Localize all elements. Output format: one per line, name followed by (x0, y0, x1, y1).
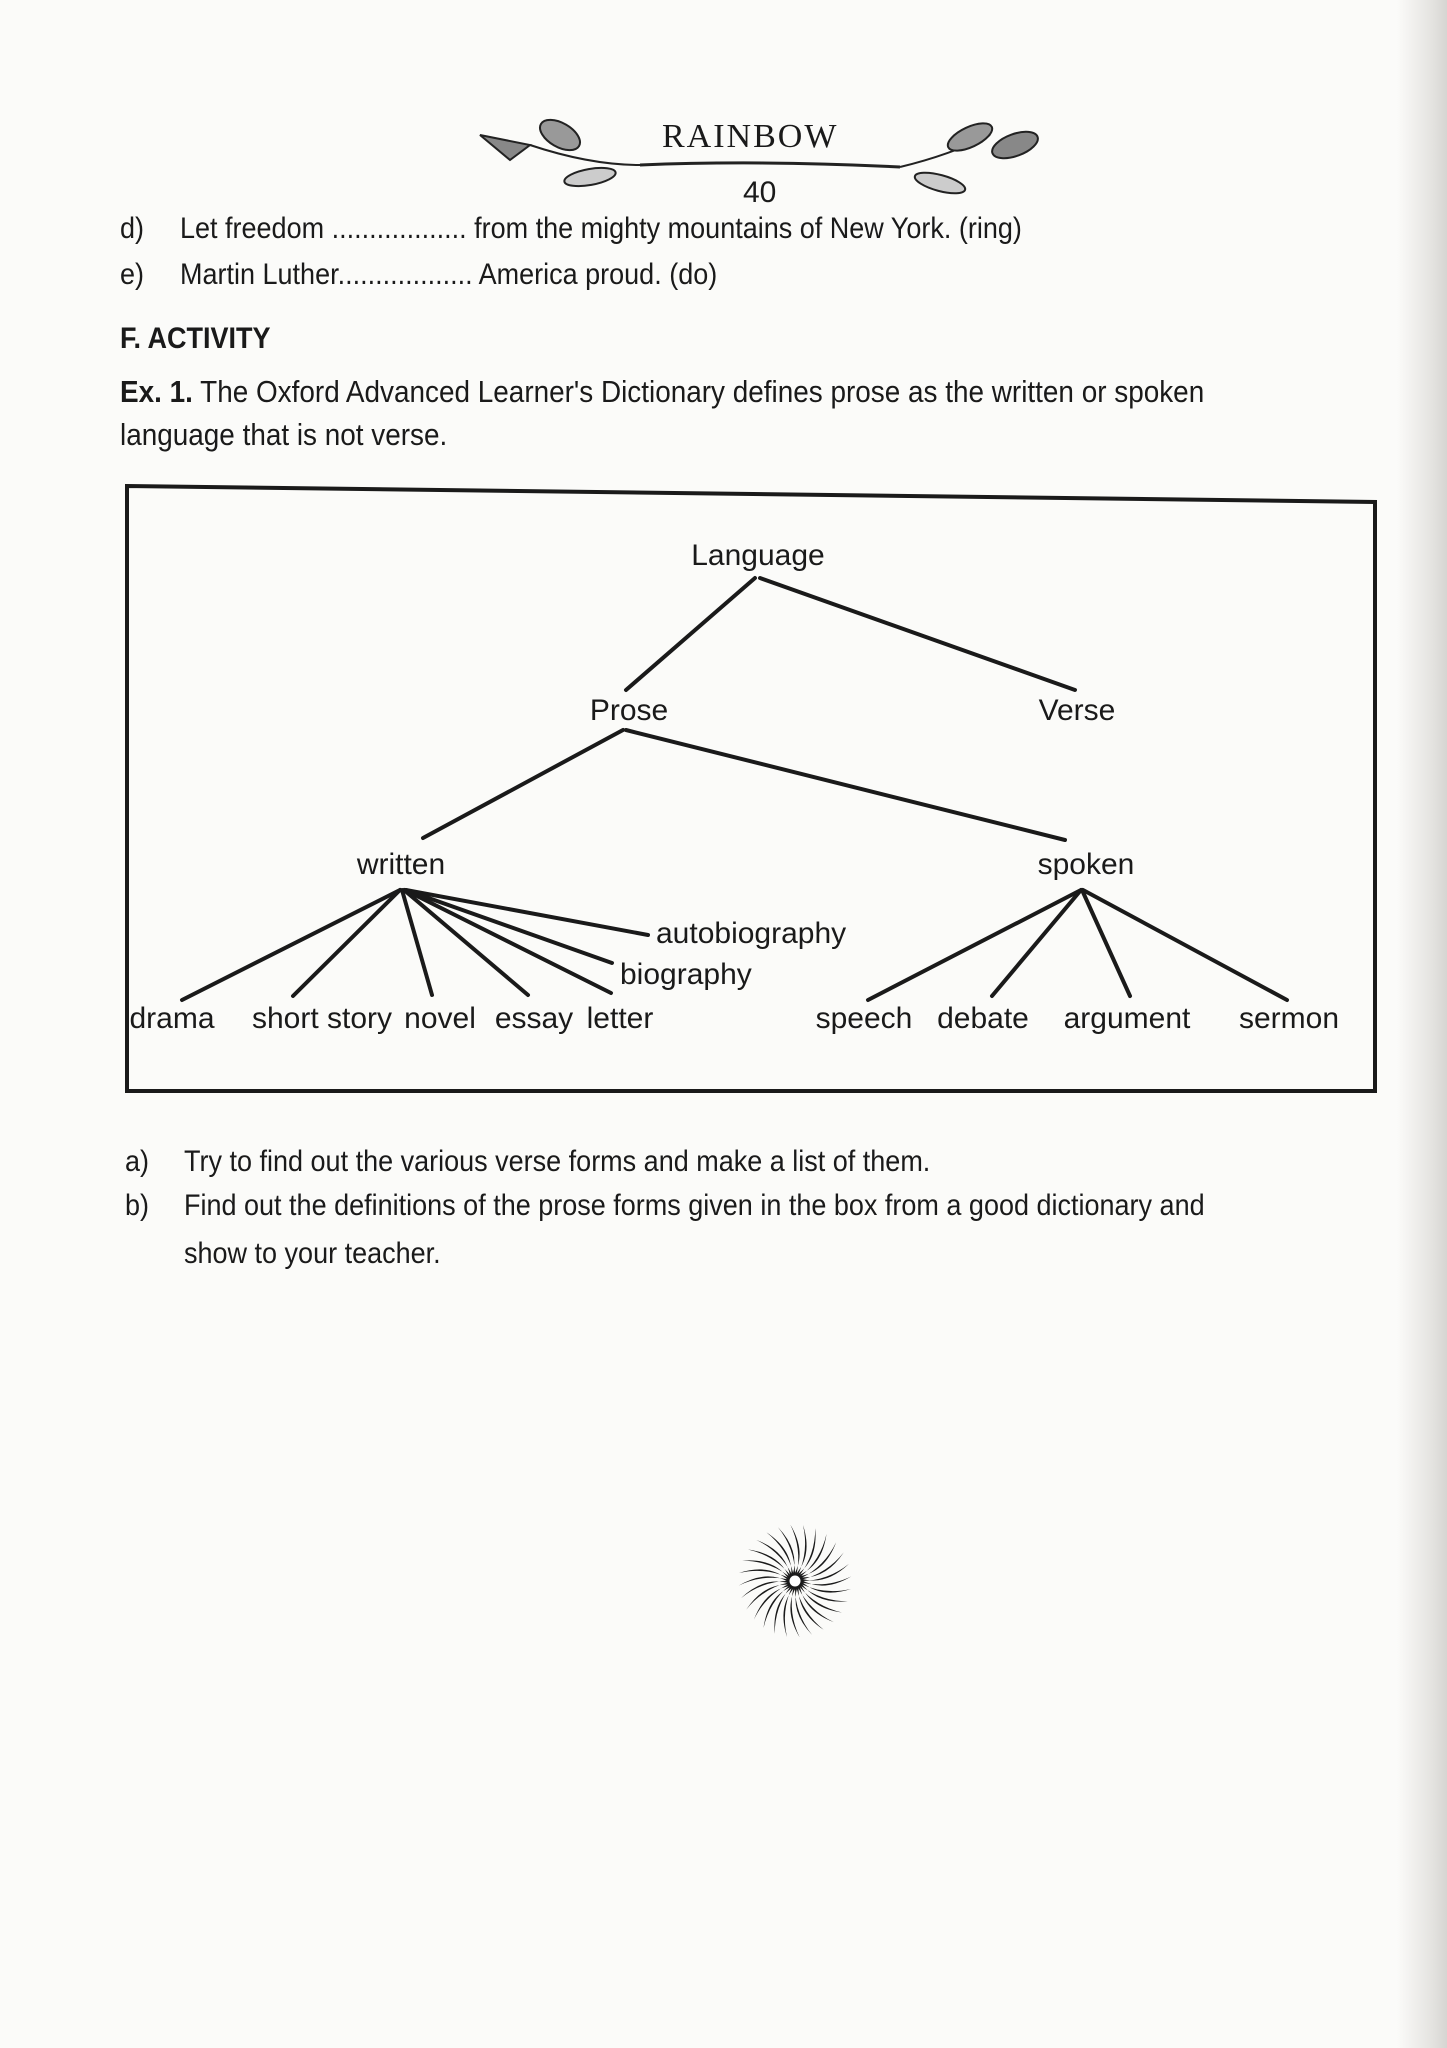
exercise-intro-line2: language that is not verse. (120, 417, 448, 452)
edge-written-novel (400, 888, 434, 997)
node-verse: Verse (1039, 694, 1116, 727)
exercise-item-text: Let freedom .................. from the … (180, 212, 1022, 245)
node-letter: letter (587, 1002, 654, 1035)
swirl-ornament-icon (738, 1524, 852, 1638)
edge-language-verse (758, 576, 1077, 692)
exercise-item-label: d) (120, 212, 145, 245)
exercise-item-text: Martin Luther.................. America … (180, 258, 718, 291)
node-spoken: spoken (1038, 848, 1135, 881)
node-short-story: short story (252, 1002, 392, 1035)
node-biography: biography (620, 958, 752, 991)
diagram-box (125, 483, 1377, 1093)
node-autobiography: autobiography (656, 917, 846, 950)
page-number: 40 (743, 176, 777, 209)
node-debate: debate (937, 1002, 1029, 1035)
section-heading: F. ACTIVITY (120, 322, 271, 355)
edge-written-drama (180, 888, 402, 1002)
node-essay: essay (495, 1002, 573, 1035)
node-written: written (356, 848, 445, 881)
edge-spoken-debate (990, 888, 1083, 998)
node-language: Language (691, 539, 824, 572)
edge-prose-spoken (624, 728, 1067, 842)
prose-tree-diagram: Language Prose Verse written spoken dram… (125, 483, 1377, 1093)
node-novel: novel (404, 1002, 476, 1035)
edge-written-letter (403, 888, 613, 995)
edge-spoken-sermon (1081, 888, 1289, 1002)
exercise-intro-line1: Ex. 1. The Oxford Advanced Learner's Dic… (120, 374, 1204, 410)
node-sermon: sermon (1239, 1002, 1339, 1035)
node-prose: Prose (590, 694, 668, 727)
edge-written-biography (404, 888, 614, 965)
tree-edges (180, 576, 1289, 1002)
question-text: Try to find out the various verse forms … (184, 1145, 931, 1178)
leaf-ornament-icon (479, 118, 1039, 195)
question-text-continued: show to your teacher. (184, 1237, 441, 1270)
edge-written-short-story (291, 888, 402, 998)
exercise-item-label: e) (120, 258, 145, 291)
running-header-title: RAINBOW (662, 118, 839, 155)
node-drama: drama (129, 1002, 214, 1035)
edge-spoken-speech (866, 888, 1083, 1002)
exercise-text: The Oxford Advanced Learner's Dictionary… (200, 374, 1205, 409)
page-edge-shadow (1397, 0, 1447, 2048)
edge-written-autobiography (404, 888, 650, 937)
edge-prose-written (421, 728, 625, 840)
question-label: b) (125, 1189, 150, 1222)
edge-written-essay (402, 888, 530, 997)
question-label: a) (125, 1145, 150, 1178)
node-argument: argument (1064, 1002, 1191, 1035)
node-speech: speech (816, 1002, 913, 1035)
exercise-label: Ex. 1. (120, 374, 193, 409)
edge-language-prose (624, 576, 757, 692)
question-text: Find out the definitions of the prose fo… (184, 1189, 1205, 1222)
edge-spoken-argument (1080, 888, 1132, 998)
